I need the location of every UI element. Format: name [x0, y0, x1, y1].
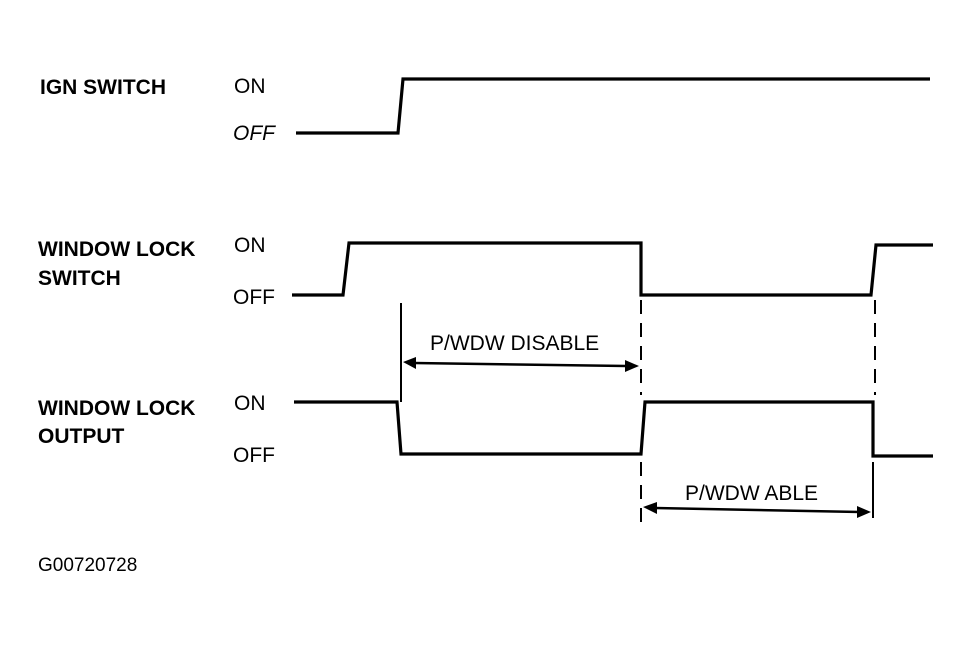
ign-switch-on-label: ON	[234, 75, 266, 98]
able-arrow-line	[654, 506, 861, 514]
window-lock-switch-waveform	[292, 241, 933, 297]
window-lock-output-name-line2: OUTPUT	[38, 425, 125, 448]
able-arrow-left-head	[643, 502, 657, 514]
disable-arrow-left-head	[403, 357, 416, 369]
disable-arrow-right-head	[625, 360, 639, 372]
window-lock-switch-name-line2: SWITCH	[38, 267, 121, 290]
ign-switch-off-label: OFF	[233, 122, 276, 145]
ign-switch-name: IGN SWITCH	[40, 76, 166, 99]
window-lock-output-on-label: ON	[234, 392, 266, 415]
figure-id: G00720728	[38, 555, 137, 576]
window-lock-output-off-label: OFF	[233, 444, 275, 467]
window-lock-switch-off-label: OFF	[233, 286, 275, 309]
disable-arrow-line	[413, 361, 627, 368]
pwdw-able-label: P/WDW ABLE	[685, 482, 818, 505]
window-lock-switch-on-label: ON	[234, 234, 266, 257]
able-arrow-right-head	[857, 506, 871, 518]
window-lock-output-waveform	[294, 400, 933, 458]
window-lock-switch-name-line1: WINDOW LOCK	[38, 238, 195, 261]
window-lock-output-name-line1: WINDOW LOCK	[38, 397, 195, 420]
pwdw-disable-label: P/WDW DISABLE	[430, 332, 599, 355]
ign-switch-waveform	[296, 77, 930, 135]
